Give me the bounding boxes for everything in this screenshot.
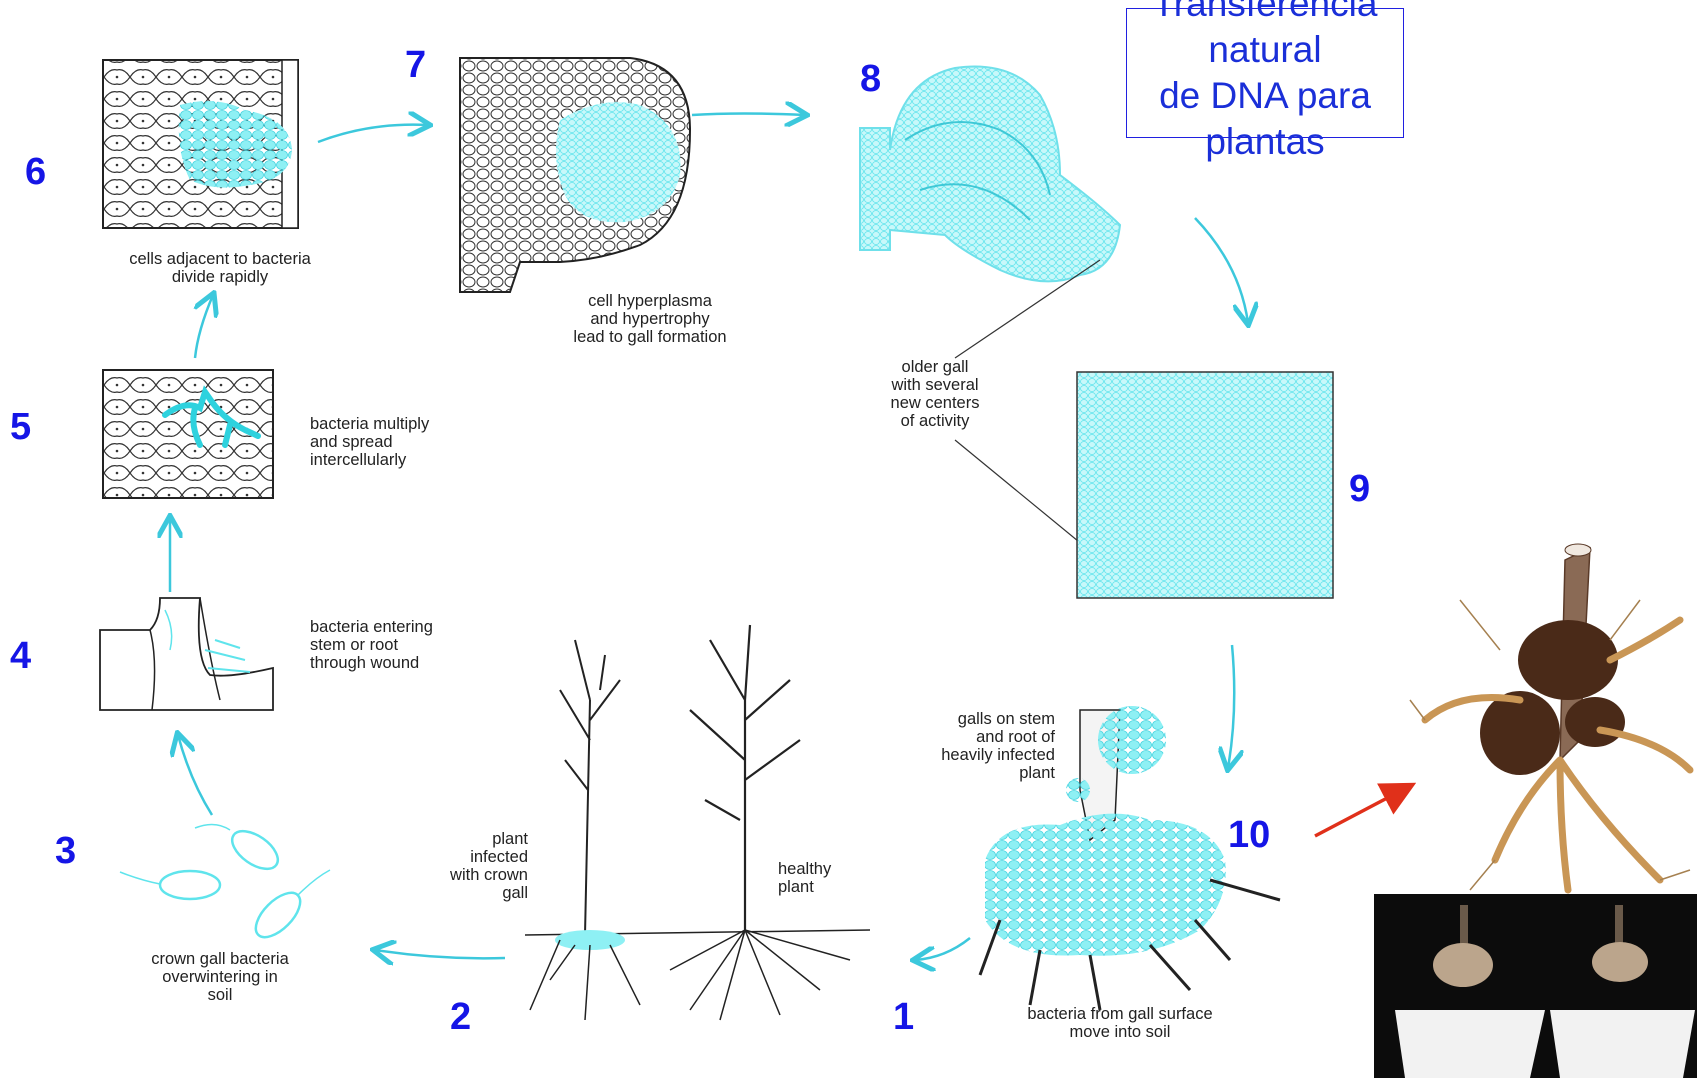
caption-step-5: bacteria multiply and spread intercellul… — [310, 415, 480, 469]
caption-step-1: bacteria from gall surface move into soi… — [980, 1005, 1260, 1041]
root-gall-illustration — [1410, 544, 1690, 890]
step-number-5: 5 — [10, 408, 31, 446]
caption-step-7: cell hyperplasma and hypertrophy lead to… — [530, 292, 770, 346]
caption-step-10: galls on stem and root of heavily infect… — [880, 710, 1055, 783]
panel-7-gall-section — [460, 58, 690, 292]
caption-healthy-plant: healthy plant — [778, 860, 878, 896]
panel-3-bacteria — [120, 824, 330, 945]
step-number-9: 9 — [1349, 470, 1370, 508]
panel-9-cell-mass — [1077, 372, 1333, 598]
step-number-10: 10 — [1228, 816, 1270, 854]
title-box: Transferência natural de DNA para planta… — [1126, 8, 1404, 138]
panel-2-plants — [525, 625, 870, 1020]
step-number-1: 1 — [893, 998, 914, 1036]
step-number-6: 6 — [25, 153, 46, 191]
step-number-7: 7 — [405, 46, 426, 84]
panel-6-tissue — [103, 60, 298, 228]
step-number-2: 2 — [450, 998, 471, 1036]
caption-step-3: crown gall bacteria overwintering in soi… — [110, 950, 330, 1004]
diagram-title: Transferência natural de DNA para planta… — [1127, 0, 1403, 166]
caption-step-6: cells adjacent to bacteria divide rapidl… — [85, 250, 355, 286]
caption-infected-plant: plant infected with crown gall — [400, 830, 528, 903]
caption-step-8: older gall with several new centers of a… — [870, 358, 1000, 431]
panel-4-stem-wound — [100, 598, 273, 710]
step-number-4: 4 — [10, 637, 31, 675]
panel-5-tissue — [103, 370, 273, 498]
step-number-3: 3 — [55, 832, 76, 870]
red-arrow — [1315, 786, 1410, 836]
potted-plants-photo — [1374, 894, 1697, 1078]
caption-step-4: bacteria entering stem or root through w… — [310, 618, 480, 672]
step-number-8: 8 — [860, 60, 881, 98]
